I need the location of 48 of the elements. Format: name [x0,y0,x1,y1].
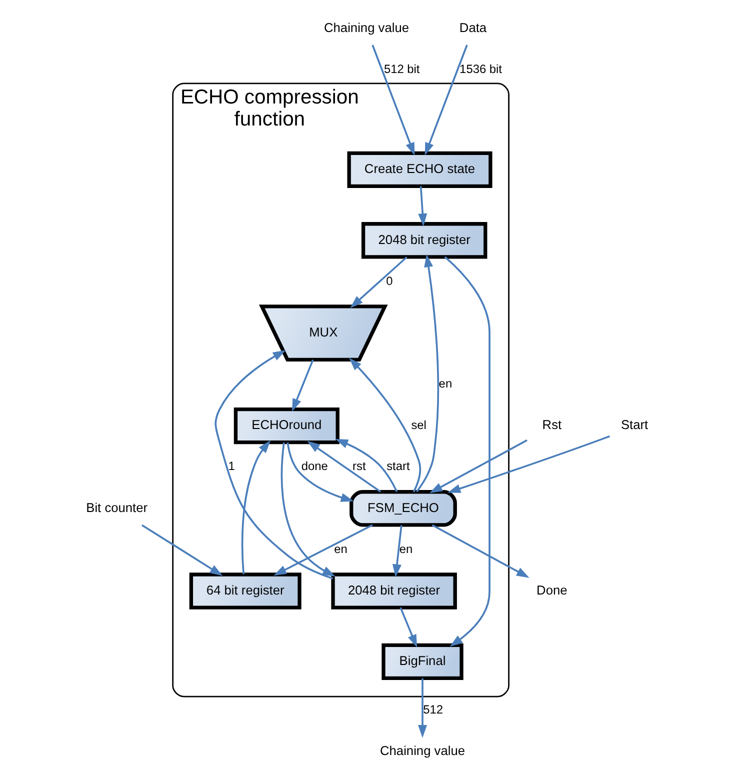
arrow [372,44,415,156]
edge-label: en [334,542,348,556]
edge-label: 512 [423,702,444,716]
arrow [349,358,422,492]
edge-label: done [301,459,328,474]
edge-label: 1536 bit [460,62,502,76]
arrow [432,524,530,578]
arrow [448,435,610,493]
arrow [241,440,271,574]
node-box: BigFinal [382,643,464,680]
edge-label: start [386,459,410,474]
arrow [444,256,490,647]
node-text: Done [536,582,568,598]
node-text: Bit counter [86,500,148,515]
arrow [418,678,428,738]
edge-label: en [438,376,452,391]
node-text: Chaining value [380,743,465,758]
node-box: ECHOround [234,407,340,444]
node-text: Start [620,417,648,432]
node-box: 64 bit register [189,572,302,610]
arrow [335,438,398,492]
edge-label: rst [352,459,366,474]
arrow [430,439,528,494]
node-box: 2048 bit register [361,222,488,259]
node-text: Rst [542,417,562,432]
arrow [292,359,314,412]
node-box: FSM_ECHO [350,490,457,527]
edge-label: en [399,542,413,556]
node-box: Create ECHO state [347,151,492,188]
arrow [350,256,408,308]
arrow [280,442,336,577]
edge-label: 1 [228,459,235,474]
arrow [141,524,223,576]
node-text: Data [459,20,487,35]
arrow [400,607,418,648]
arrow [418,186,428,226]
arrow [286,442,354,502]
edge-label: 512 bit [384,62,420,76]
arrow [416,254,440,492]
arrow [392,525,402,578]
arrow [214,350,334,580]
node-box: 2048 bit register [331,572,457,610]
arrow [307,440,382,493]
edge-label: sel [411,418,426,432]
arrow [274,524,373,576]
node-text: Chaining value [324,20,410,35]
arrow [424,44,468,156]
edge-label: 0 [386,274,393,288]
